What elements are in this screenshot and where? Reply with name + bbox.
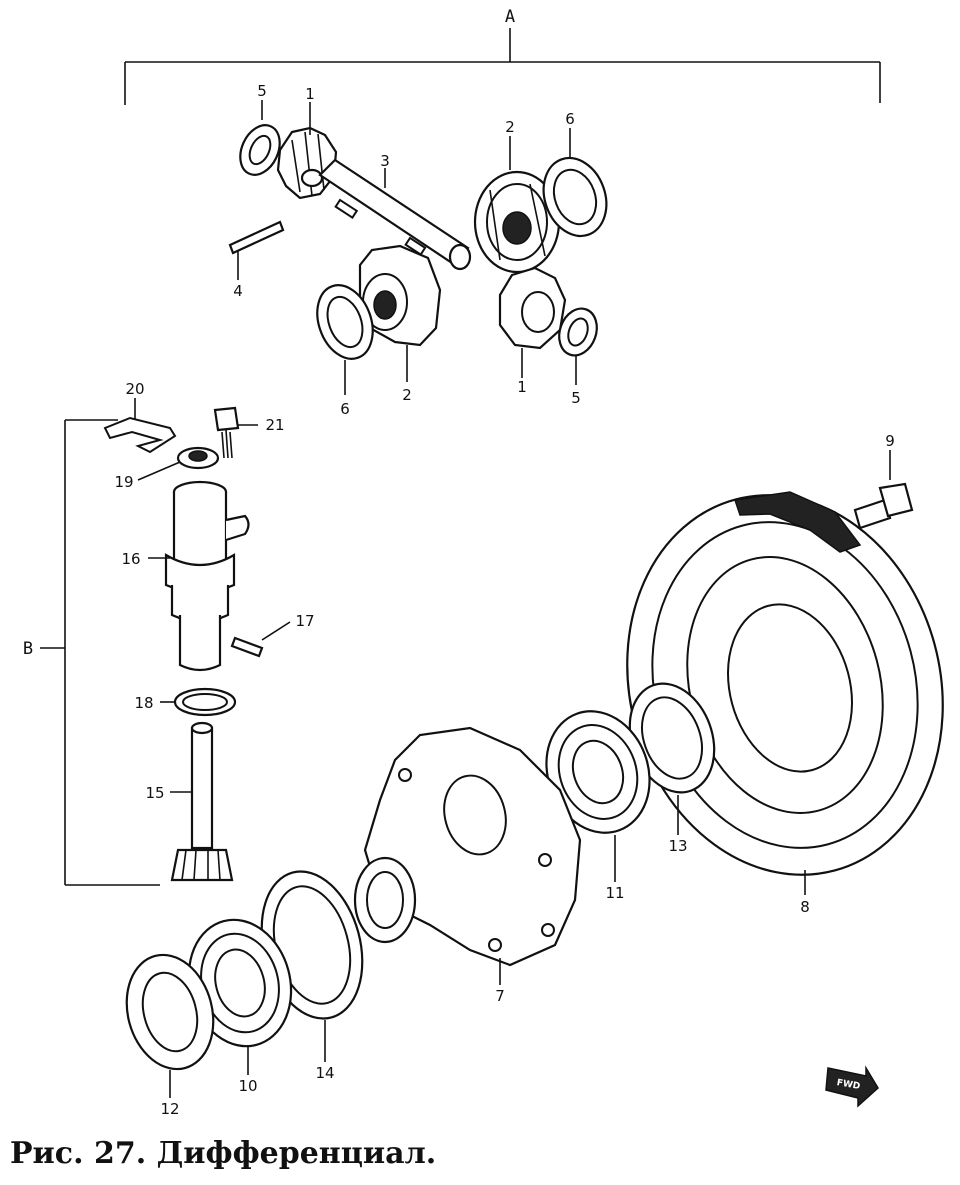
thrust-washer-left [239,124,281,176]
group-a-bracket: A [124,7,881,105]
label-14: 14 [315,1064,334,1082]
oil-seal-right [628,682,716,794]
o-ring [173,687,237,717]
label-6-upper: 6 [565,110,575,128]
figure-caption: Рис. 27. Дифференциал. [10,1136,437,1171]
side-gear-upper [473,170,561,274]
forward-arrow-label: FWD [836,1078,861,1092]
label-7: 7 [495,987,505,1005]
pinion-gear-lower [498,266,567,350]
label-16: 16 [121,550,140,568]
differential-case [353,726,582,967]
oil-seal-left [125,953,215,1071]
label-20: 20 [125,380,144,398]
side-gear-washer-upper [542,156,608,238]
lock-pin [228,220,285,255]
part-labels: 5 1 3 4 2 6 6 2 1 5 20 21 19 16 17 18 15… [114,82,894,1118]
speedometer-driven-gear-shaft [170,721,234,882]
final-drive-gear [626,491,944,876]
label-12: 12 [160,1100,179,1118]
group-b-bracket: B [23,419,160,886]
label-5-lower: 5 [571,389,581,407]
label-2-lower: 2 [402,386,412,404]
thrust-washer-right [558,307,598,357]
label-17: 17 [295,612,314,630]
label-18: 18 [134,694,153,712]
ring-gear-bolt [853,482,914,530]
label-21: 21 [265,416,284,434]
forward-arrow: FWD [825,1065,879,1108]
pinion-shaft [318,158,472,271]
label-9: 9 [885,432,895,450]
label-10: 10 [238,1077,257,1095]
label-3: 3 [380,152,390,170]
group-a-label: A [505,7,515,27]
label-5-upper: 5 [257,82,267,100]
label-8: 8 [800,898,810,916]
leader-lines [134,100,891,1098]
side-gear-washer-lower [316,284,374,360]
retaining-bolt [213,406,240,459]
driven-gear-sleeve [164,480,250,672]
group-b-label: B [23,639,33,659]
label-13: 13 [668,837,687,855]
label-1-lower: 1 [517,378,527,396]
label-11: 11 [605,884,624,902]
gasket [103,416,177,454]
label-15: 15 [145,784,164,802]
oil-seal-small [176,446,220,470]
label-6-lower: 6 [340,400,350,418]
label-4: 4 [233,282,243,300]
label-1-upper: 1 [305,85,315,103]
label-19: 19 [114,473,133,491]
sleeve-pin [230,636,264,658]
label-2-upper: 2 [505,118,515,136]
pinion-gear-upper [276,126,338,200]
